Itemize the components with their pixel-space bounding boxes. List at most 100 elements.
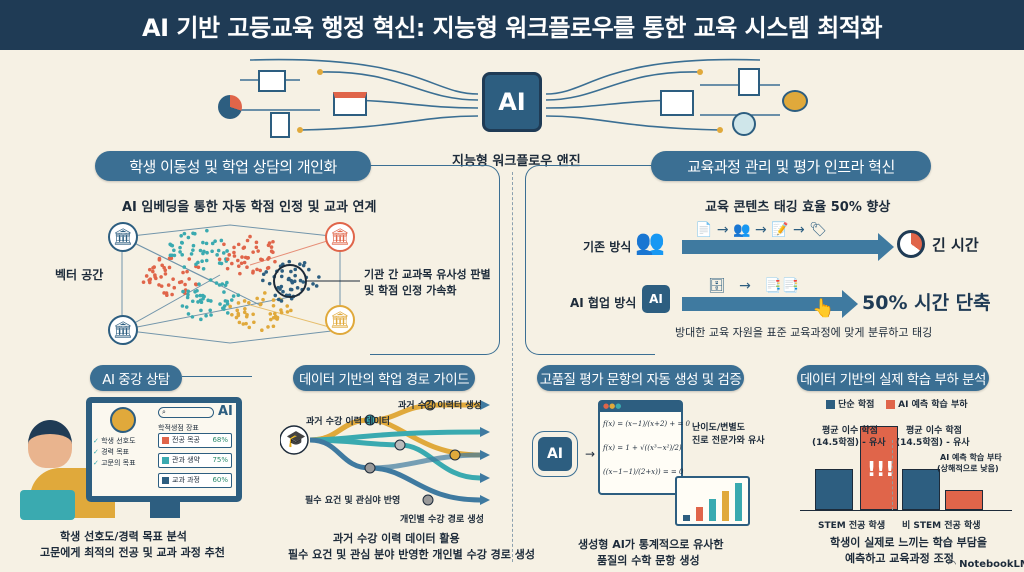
formula: f(x) = (x−1)/(x+2) + = 0	[603, 420, 690, 428]
embedding-point	[184, 305, 189, 309]
embedding-point	[151, 269, 155, 274]
embedding-point	[229, 298, 234, 302]
embedding-point	[258, 268, 263, 273]
document-icon	[270, 112, 290, 138]
embedding-point	[172, 248, 176, 253]
embedding-point	[287, 276, 291, 281]
embedding-point	[271, 303, 276, 308]
embedding-point	[147, 267, 152, 272]
bar-credits	[815, 469, 853, 510]
embedding-point	[181, 270, 185, 275]
embedding-point	[242, 260, 247, 265]
old-method-arrow	[682, 233, 894, 261]
embedding-point	[225, 280, 229, 285]
embedding-point	[292, 279, 297, 284]
embedding-point	[180, 304, 185, 308]
embedding-point	[267, 256, 271, 260]
section-frame-right	[525, 165, 655, 355]
embedding-point	[148, 277, 153, 282]
brand-logo: ◠ NotebookLM	[948, 559, 1024, 570]
embedding-point	[236, 242, 241, 247]
document-icon	[738, 68, 760, 96]
embedding-point	[179, 240, 184, 245]
annotation-line2: 및 학점 인정 가속화	[364, 284, 457, 297]
embedding-point	[236, 293, 241, 298]
embedding-point	[240, 255, 244, 259]
embedding-point	[279, 274, 284, 279]
vector-space-diagram	[121, 224, 360, 344]
embedding-point	[179, 234, 183, 238]
embedding-point	[278, 287, 282, 291]
embedding-point	[264, 270, 269, 274]
embedding-point	[198, 248, 203, 253]
alert-mark: !!!	[867, 456, 895, 481]
section-pill-pathway: 데이터 기반의 학업 경로 가이드	[293, 365, 475, 391]
embedding-point	[306, 287, 311, 291]
workflow-connectors	[230, 58, 780, 133]
embedding-point	[198, 293, 203, 298]
embedding-point	[162, 265, 166, 270]
embedding-point	[238, 271, 242, 276]
search-input[interactable]: ⌕	[158, 407, 214, 418]
ai-method-label: AI 협업 방식	[570, 296, 637, 310]
difficulty-annotation: 진로 전문가와 유사	[692, 436, 765, 446]
pathway-label: 개인별 수강 경로 생성	[400, 515, 484, 525]
embedding-point	[183, 282, 187, 287]
embedding-point	[236, 258, 240, 263]
embedding-point	[141, 280, 146, 284]
embedding-point	[231, 294, 236, 298]
embedding-point	[177, 280, 182, 285]
embedding-point	[289, 308, 293, 313]
embedding-point	[243, 306, 247, 311]
assessment-caption-2: 품질의 수학 문항 생성	[597, 554, 700, 567]
ai-tag: AI	[218, 404, 233, 419]
embedding-point	[298, 262, 302, 267]
embedding-point	[191, 248, 195, 252]
old-method-label: 기존 방식	[583, 240, 632, 254]
embedding-point	[185, 295, 190, 300]
embedding-point	[204, 313, 208, 318]
embedding-point	[216, 248, 221, 253]
embedding-point	[267, 281, 272, 286]
pathway-label: 필수 요건 및 관심야 반영	[305, 496, 401, 506]
embedding-point	[225, 266, 230, 271]
ai-chip-icon: AI	[482, 72, 542, 132]
x-axis	[800, 510, 1012, 511]
embedding-point	[227, 253, 232, 257]
difficulty-annotation: 난이도/변별도	[692, 423, 745, 433]
globe-icon	[732, 112, 756, 136]
embedding-point	[285, 304, 290, 308]
embedding-point	[255, 267, 259, 272]
category-label: STEM 전공 학생	[818, 521, 886, 531]
embedding-point	[235, 308, 240, 313]
embedding-point	[201, 267, 206, 271]
embedding-point	[209, 299, 213, 303]
formula-window: ●●● f(x) = (x−1)/(x+2) + = 0 f(x) = 1 + …	[598, 400, 690, 495]
embedding-point	[144, 274, 149, 278]
embedding-point	[223, 283, 228, 288]
embedding-point	[244, 314, 249, 319]
embedding-point	[271, 239, 275, 244]
embedding-point	[244, 321, 248, 326]
embedding-point	[202, 294, 206, 299]
embedding-point	[311, 282, 315, 286]
embedding-point	[157, 283, 161, 287]
embedding-point	[178, 245, 182, 250]
result-chart-window	[675, 476, 750, 526]
bar-ai-load: !!!	[860, 425, 898, 510]
monitor: ⌕ AI 학적생점 장표 ✓ 학생 선호도 ✓ 경력 목표 ✓ 고문의 목표 전…	[86, 397, 242, 502]
person-illustration	[28, 420, 72, 468]
bar-ai-load	[945, 490, 983, 510]
embedding-point	[167, 265, 172, 270]
embedding-point	[194, 282, 199, 287]
pathway-caption-2: 필수 요건 및 관심 분야 반영한 개인별 수강 경로 생성	[288, 548, 535, 561]
embedding-point	[223, 299, 228, 303]
embedding-point	[189, 252, 194, 256]
monitor-stand	[150, 502, 180, 518]
embedding-point	[198, 298, 203, 303]
embedding-point	[269, 249, 274, 254]
embedding-point	[251, 250, 255, 254]
ai-method-result: 50% 시간 단축	[862, 292, 991, 314]
